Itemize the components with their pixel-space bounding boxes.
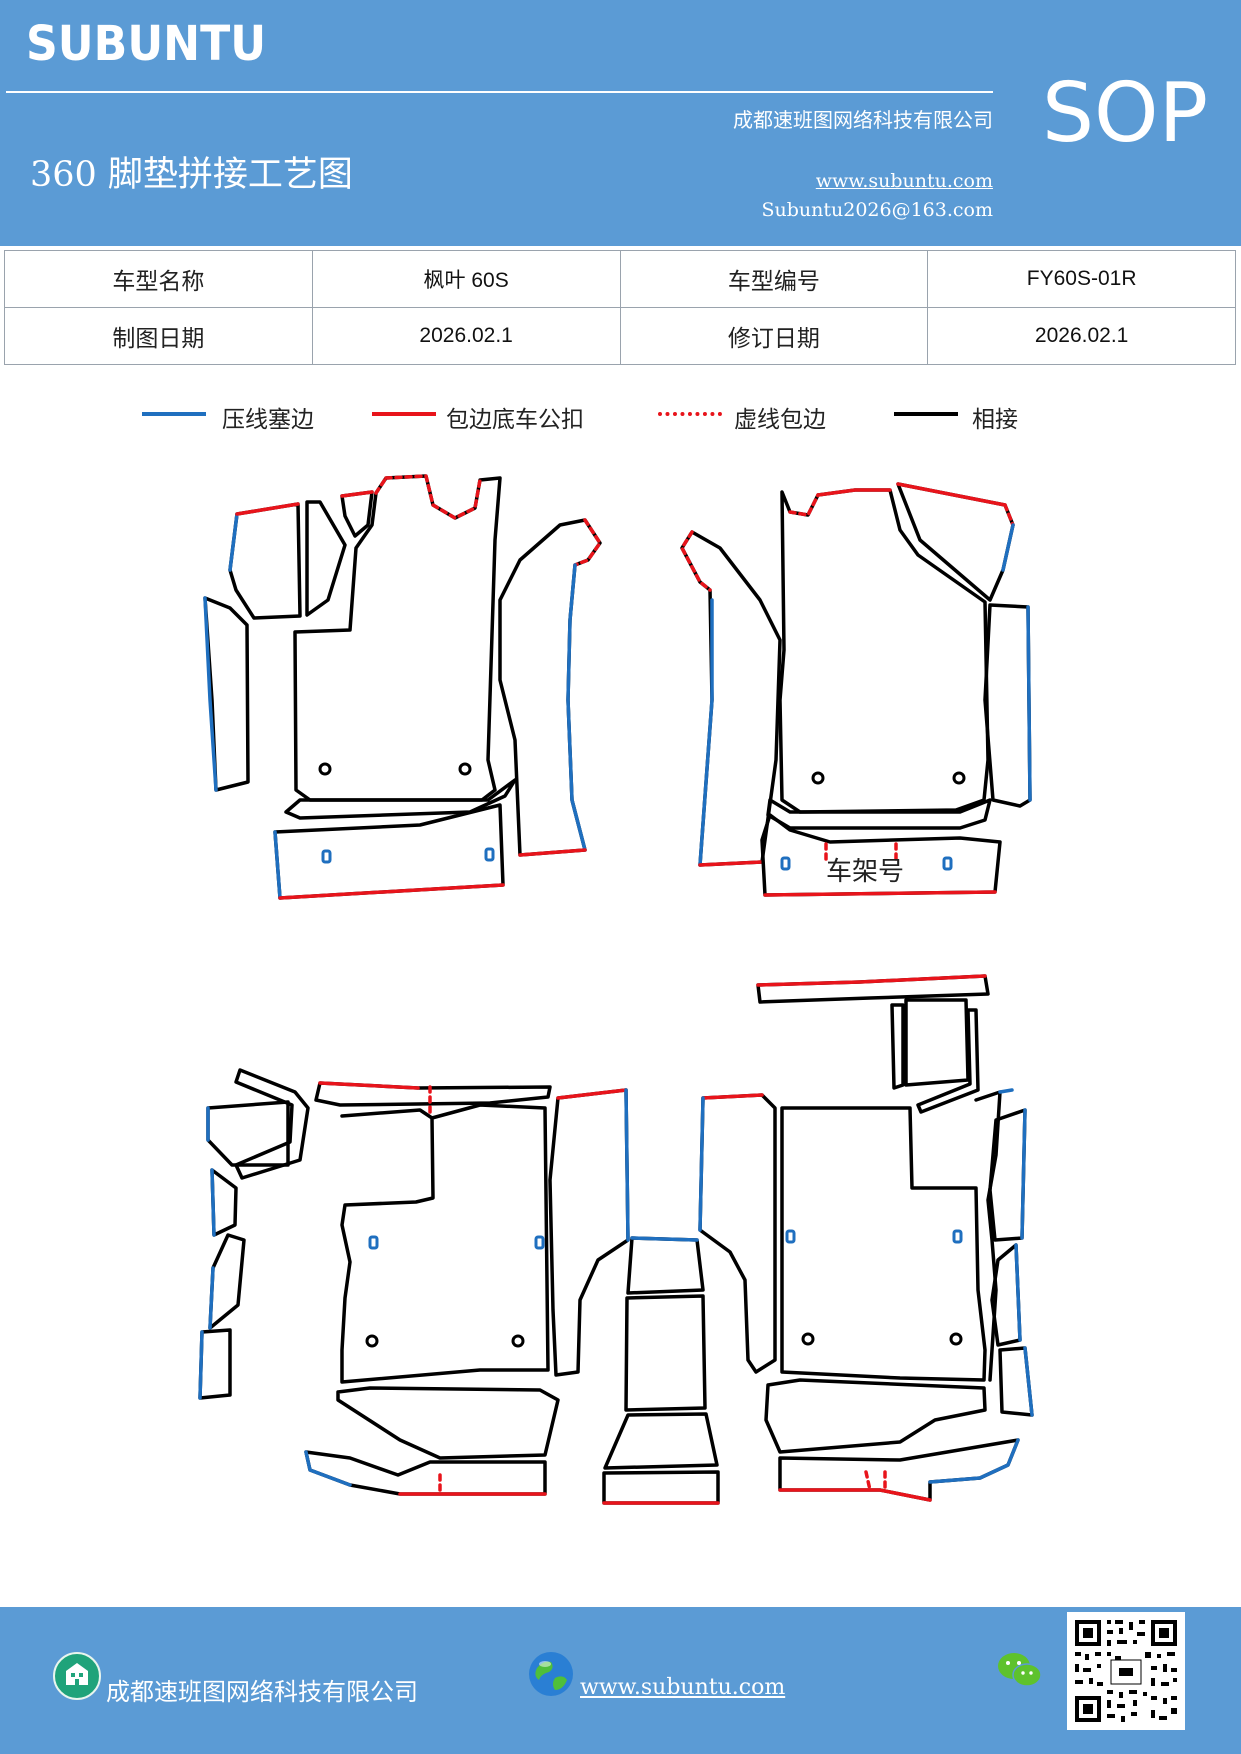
qr-code-pattern <box>1075 1620 1177 1722</box>
qr-code <box>1067 1612 1185 1730</box>
model-code-value: FY60S-01R <box>927 250 1236 308</box>
floor-mat-diagram: 车架号 <box>198 474 1034 1505</box>
legend-swatch-red <box>372 412 436 416</box>
legend-label: 包边底车公扣 <box>446 407 584 433</box>
footer-website-link[interactable]: www.subuntu.com <box>580 1675 786 1700</box>
legend-label: 压线塞边 <box>222 407 314 433</box>
globe-icon <box>529 1652 573 1696</box>
table-row: 制图日期 2026.02.1 修订日期 2026.02.1 <box>4 307 1236 365</box>
legend-swatch-red-dotted <box>658 412 722 416</box>
wechat-icon[interactable] <box>996 1650 1044 1692</box>
model-name-value: 枫叶 60S <box>311 250 621 308</box>
legend-swatch-black <box>894 412 958 416</box>
draw-date-label: 制图日期 <box>4 307 313 365</box>
rear-right-mat-group <box>698 974 1034 1502</box>
brand-logo: SUBUNTU <box>26 16 267 72</box>
front-left-mat-group <box>203 474 602 900</box>
table-row: 车型名称 枫叶 60S 车型编号 FY60S-01R <box>4 250 1236 308</box>
rear-left-mat-group <box>198 1068 630 1497</box>
revise-date-label: 修订日期 <box>619 307 929 365</box>
legend-label: 虚线包边 <box>734 407 826 433</box>
frame-number-label: 车架号 <box>826 857 904 887</box>
header-email: Subuntu2026@163.com <box>761 199 993 221</box>
building-icon <box>53 1652 101 1700</box>
model-code-label: 车型编号 <box>619 250 929 308</box>
page-title: 360 脚垫拼接工艺图 <box>30 155 353 195</box>
info-table: 车型名称 枫叶 60S 车型编号 FY60S-01R 制图日期 2026.02.… <box>4 250 1236 365</box>
header-banner <box>0 0 1241 246</box>
sop-badge: SOP <box>1042 66 1209 161</box>
footer-company: 成都速班图网络科技有限公司 <box>106 1678 418 1706</box>
header-website-link[interactable]: www.subuntu.com <box>815 170 993 192</box>
header-divider <box>6 91 993 93</box>
tunnel-mat-group <box>602 1236 720 1505</box>
front-right-mat-group: 车架号 <box>680 482 1032 897</box>
legend-label: 相接 <box>972 407 1018 433</box>
legend-swatch-blue <box>142 412 206 416</box>
model-name-label: 车型名称 <box>4 250 313 308</box>
draw-date-value: 2026.02.1 <box>311 307 621 365</box>
revise-date-value: 2026.02.1 <box>927 307 1236 365</box>
header-company: 成都速班图网络科技有限公司 <box>733 108 993 132</box>
